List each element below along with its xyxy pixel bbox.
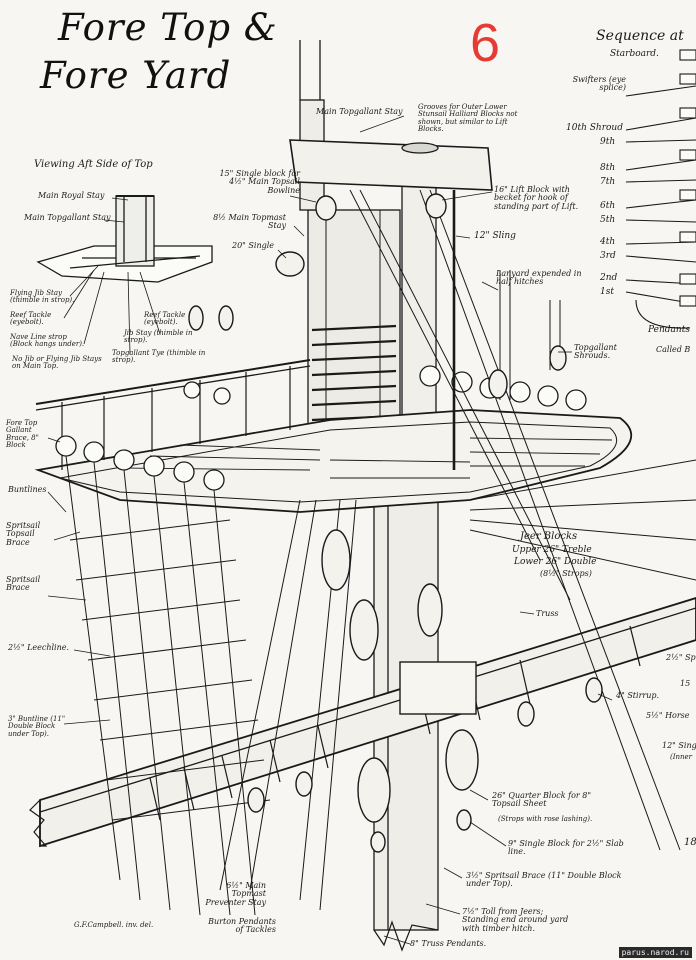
label-main-topgallant-stay-inset: Main Topgallant Stay (24, 213, 111, 222)
label-jeer-strops: (8½" Strops) (540, 569, 592, 578)
sheet-number: 6 (470, 13, 501, 73)
label-quarter-strops: (Strops with rose lashing). (498, 815, 593, 823)
seq-2nd: 2nd (600, 273, 618, 283)
label-jeer-upper: Upper 26" Treble (512, 545, 592, 555)
label-lift-block: 16" Lift Block with becket for hook of s… (494, 185, 579, 211)
title-line-1: Fore Top & (58, 6, 278, 49)
label-main-preventer: 6½" Main Topmast Preventer Stay (205, 881, 266, 907)
seq-10th: 10th Shroud (566, 123, 623, 133)
label-9-single: 9" Single Block for 2½" Slab line. (508, 839, 624, 857)
label-buntlines: Buntlines (8, 485, 47, 494)
sequence-lines (625, 49, 696, 329)
label-12-single: 12" Sing (662, 741, 696, 750)
label-topgallant-shrouds: Topgallant Shrouds. (574, 343, 617, 361)
label-no-jib: No Jib or Flying Jib Stays on Main Top. (12, 355, 102, 371)
seq-3rd: 3rd (600, 251, 616, 261)
label-jeer-lower: Lower 26" Double (514, 557, 597, 567)
label-nave-line-strop: Nave Line strop (Block hangs under). (10, 333, 85, 349)
seq-7th: 7th (600, 177, 616, 187)
label-main-topgallant-stay: Main Topgallant Stay (316, 107, 403, 116)
watermark: parus.narod.ru (618, 947, 692, 958)
label-jeer-blocks: Jeer Blocks (520, 531, 578, 542)
label-18: 18 (684, 837, 696, 848)
inset-top-diagram (36, 195, 213, 283)
sequence-subheading: Starboard. (610, 49, 659, 59)
seq-1st: 1st (600, 287, 614, 297)
label-quarter-block: 26" Quarter Block for 8" Topsail Sheet (492, 791, 592, 809)
label-truss-pendants: 8" Truss Pendants. (410, 939, 487, 948)
blocks (188, 193, 603, 853)
leader-lines (47, 115, 613, 945)
label-burton-pendants: Burton Pendants of Tackles (208, 917, 276, 935)
label-sp-right: 2½" Sp (666, 653, 696, 662)
signature: G.F.Campbell. inv. del. (74, 921, 154, 929)
label-truss: Truss (536, 609, 559, 618)
label-toll-jeers: 7½" Toll from Jeers; Standing end around… (462, 907, 569, 933)
label-fore-topgallant-brace: Fore Top Gallant Brace, 8" Block (6, 419, 39, 450)
inset-caption: Viewing Aft Side of Top (34, 159, 153, 170)
label-spritsail-brace: Spritsail Brace (6, 575, 41, 593)
label-single-block-bowline: 15" Single block for 4½" Main Topsail Bo… (219, 169, 300, 195)
label-inner: (Inner (670, 753, 693, 761)
seq-5th: 5th (600, 215, 616, 225)
label-topgallant-tye: Topgallant Tye (thimble in strop). (112, 349, 206, 365)
label-stirrup: 4" Stirrup. (616, 691, 660, 700)
label-20-single: 20" Single (232, 241, 275, 250)
label-leechline: 2½" Leechline. (8, 643, 70, 652)
seq-swifters: Swifters (eye splice) (572, 75, 626, 93)
seq-8th: 8th (600, 163, 616, 173)
label-spritsail-topsail-brace: Spritsail Topsail Brace (6, 521, 41, 547)
seq-pendants: Pendants (648, 325, 690, 335)
seq-6th: 6th (600, 201, 616, 211)
label-main-royal-stay: Main Royal Stay (38, 191, 105, 200)
label-15-right: 15 (680, 679, 691, 688)
seq-9th: 9th (600, 137, 616, 147)
seq-4th: 4th (600, 237, 616, 247)
label-jib-stay: Jib Stay (thimble in strop). (124, 329, 193, 345)
seq-called: Called B (656, 345, 691, 354)
label-flying-jib-stay: Flying Jib Stay (thimble in strop). (10, 289, 75, 305)
label-reef-tackle-left: Reef Tackle (eyebolt). (10, 311, 52, 327)
label-sling: 12" Sling (474, 231, 516, 241)
fore-yard (29, 597, 696, 848)
title-line-2: Fore Yard (40, 54, 232, 97)
rigging-lines (65, 40, 696, 916)
label-buntline-3: 3" Buntline (11" Double Block under Top)… (8, 715, 66, 738)
label-main-topmast-stay: 8½ Main Topmast Stay (213, 213, 286, 231)
label-lanyard: Lanyard expended in half hitches (496, 269, 582, 287)
label-reef-tackle-right: Reef Tackle (eyebolt). (144, 311, 186, 327)
sequence-heading: Sequence at (596, 28, 684, 44)
label-grooves: Grooves for Outer Lower Stunsail Halliar… (418, 103, 518, 134)
label-spritsail-brace-35: 3½" Spritsail Brace (11" Double Block un… (466, 871, 622, 889)
label-horse: 5½" Horse (646, 711, 690, 720)
